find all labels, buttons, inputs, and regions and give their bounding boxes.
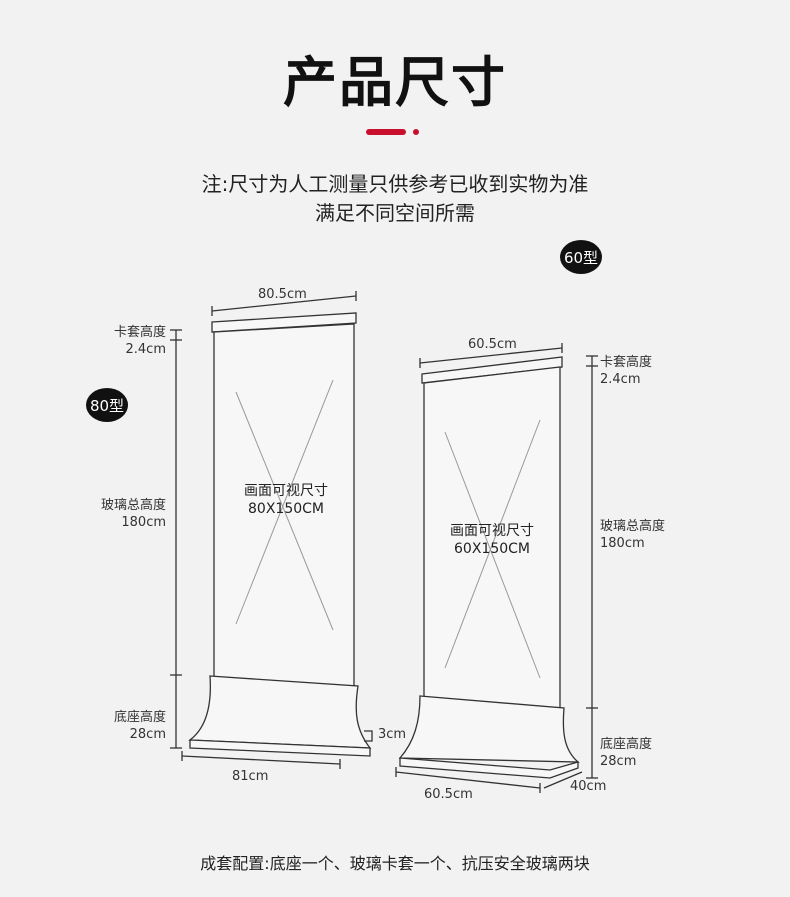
m80-depth: 3cm: [378, 727, 407, 742]
m60-top-width: 60.5cm: [468, 337, 517, 352]
note-line-2: 满足不同空间所需: [315, 201, 475, 225]
m60-base-width: 60.5cm: [424, 787, 473, 802]
badge-80: 80型: [86, 388, 128, 422]
note-line-1: 注:尺寸为人工测量只供参考已收到实物为准: [201, 172, 589, 196]
footer-config: 成套配置:底座一个、玻璃卡套一个、抗压安全玻璃两块: [200, 854, 590, 873]
m60-base-depth: 40cm: [570, 779, 607, 794]
m80-top-width: 80.5cm: [258, 287, 307, 302]
title-accent-dot: [413, 129, 419, 135]
page-title: 产品尺寸: [283, 51, 507, 114]
m80-base-width: 81cm: [232, 769, 269, 784]
badge-60: 60型: [560, 240, 602, 274]
title-accent-bar: [366, 129, 406, 135]
